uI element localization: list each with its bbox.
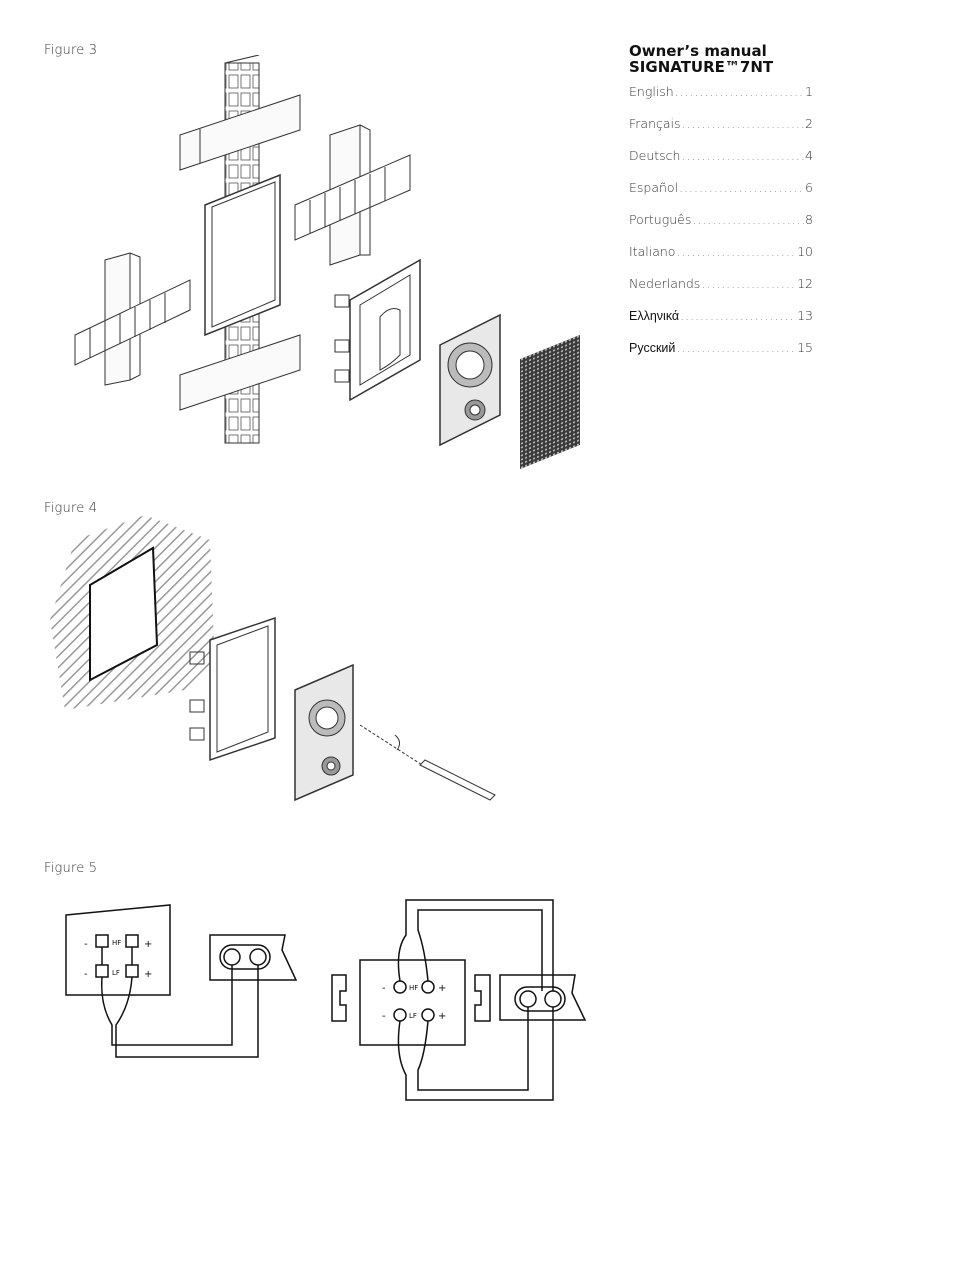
speaker-back-box — [334, 258, 421, 402]
terminal-minus-label: - — [382, 983, 386, 994]
right-clip — [474, 974, 491, 1022]
toc-leader: ........................................… — [680, 308, 796, 323]
toc-item-greek[interactable]: Ελληνικά................................… — [629, 308, 813, 340]
wall-cutout — [89, 546, 159, 682]
toc-leader: ........................................… — [676, 244, 796, 259]
toc-item-francais[interactable]: Français................................… — [629, 116, 813, 148]
figure-4-label: Figure 4 — [44, 501, 98, 516]
toc-page: 1 — [805, 84, 813, 99]
terminal-plus-label: + — [144, 939, 152, 950]
fig4-speaker-baffle — [294, 663, 354, 802]
amplifier-terminal-a — [209, 934, 298, 981]
mounting-frame — [204, 173, 281, 337]
left-clip — [331, 974, 347, 1022]
toc-item-english[interactable]: English.................................… — [629, 84, 813, 116]
toc-leader: ........................................… — [676, 340, 796, 355]
toc-leader: ........................................… — [679, 180, 804, 195]
toc-page: 13 — [797, 308, 813, 323]
toc-page: 8 — [805, 212, 813, 227]
toc-lang: Nederlands — [629, 276, 701, 291]
figure-3-label: Figure 3 — [44, 43, 98, 58]
toc-item-deutsch[interactable]: Deutsch.................................… — [629, 148, 813, 180]
terminal-minus-label: - — [382, 1011, 386, 1022]
manual-title-line2: SIGNATURE™7NT — [629, 58, 774, 76]
figure-5-label: Figure 5 — [44, 861, 98, 876]
speaker-grille — [520, 334, 580, 470]
toc-leader: ........................................… — [674, 84, 805, 99]
toc-item-espanol[interactable]: Español.................................… — [629, 180, 813, 212]
lf-label: LF — [409, 1012, 417, 1020]
toc-leader: ........................................… — [681, 148, 804, 163]
figure-4-illustration — [50, 515, 496, 802]
biwire-lower-outer — [397, 1007, 554, 1101]
toc-page: 15 — [797, 340, 813, 355]
fig4-back-box — [189, 616, 276, 762]
toc-item-italiano[interactable]: Italiano................................… — [629, 244, 813, 276]
figure-3-illustration — [74, 55, 580, 470]
toc-page: 10 — [797, 244, 813, 259]
table-of-contents: English.................................… — [629, 84, 813, 372]
toc-item-russian[interactable]: Русский.................................… — [629, 340, 813, 372]
speaker-terminal-plate-a — [65, 904, 171, 996]
manual-title-line1: Owner’s manual — [629, 42, 767, 60]
toc-lang: English — [629, 84, 674, 99]
toc-page: 6 — [805, 180, 813, 195]
biwire-outer — [397, 899, 554, 991]
toc-lang: Español — [629, 180, 679, 195]
manual-title: Owner’s manual SIGNATURE™7NT — [629, 43, 773, 75]
speaker-baffle — [439, 313, 501, 447]
lf-label: LF — [112, 969, 120, 977]
toc-leader: ........................................… — [692, 212, 804, 227]
toc-lang: Ελληνικά — [629, 309, 680, 323]
right-mounting-strip — [294, 154, 411, 241]
terminal-minus-label: - — [84, 969, 88, 980]
terminal-plus-label: + — [438, 1011, 446, 1022]
wire-a-negative — [100, 965, 233, 1046]
toc-leader: ........................................… — [681, 116, 805, 131]
toc-lang: Français — [629, 116, 681, 131]
wire-a-positive — [115, 965, 259, 1058]
toc-leader: ........................................… — [701, 276, 796, 291]
toc-lang: Italiano — [629, 244, 676, 259]
toc-page: 12 — [797, 276, 813, 291]
biwire-lower-inner — [417, 1007, 529, 1091]
left-mounting-strip — [74, 279, 191, 366]
toc-item-nederlands[interactable]: Nederlands..............................… — [629, 276, 813, 308]
terminal-plus-label: + — [144, 969, 152, 980]
hf-label: HF — [112, 939, 121, 947]
terminal-minus-label: - — [84, 939, 88, 950]
toc-lang: Português — [629, 212, 692, 227]
toc-page: 4 — [805, 148, 813, 163]
toc-lang: Русский — [629, 341, 676, 355]
biwire-inner — [417, 909, 543, 991]
terminal-plus-label: + — [438, 983, 446, 994]
figure-5-wiring-diagram: - HF + - LF + - HF + - LF + — [65, 899, 587, 1101]
toc-lang: Deutsch — [629, 148, 681, 163]
toc-item-portugues[interactable]: Português...............................… — [629, 212, 813, 244]
toc-page: 2 — [805, 116, 813, 131]
screwdriver-icon — [359, 724, 496, 801]
speaker-terminal-plate-b — [359, 959, 466, 1046]
hf-label: HF — [409, 984, 418, 992]
